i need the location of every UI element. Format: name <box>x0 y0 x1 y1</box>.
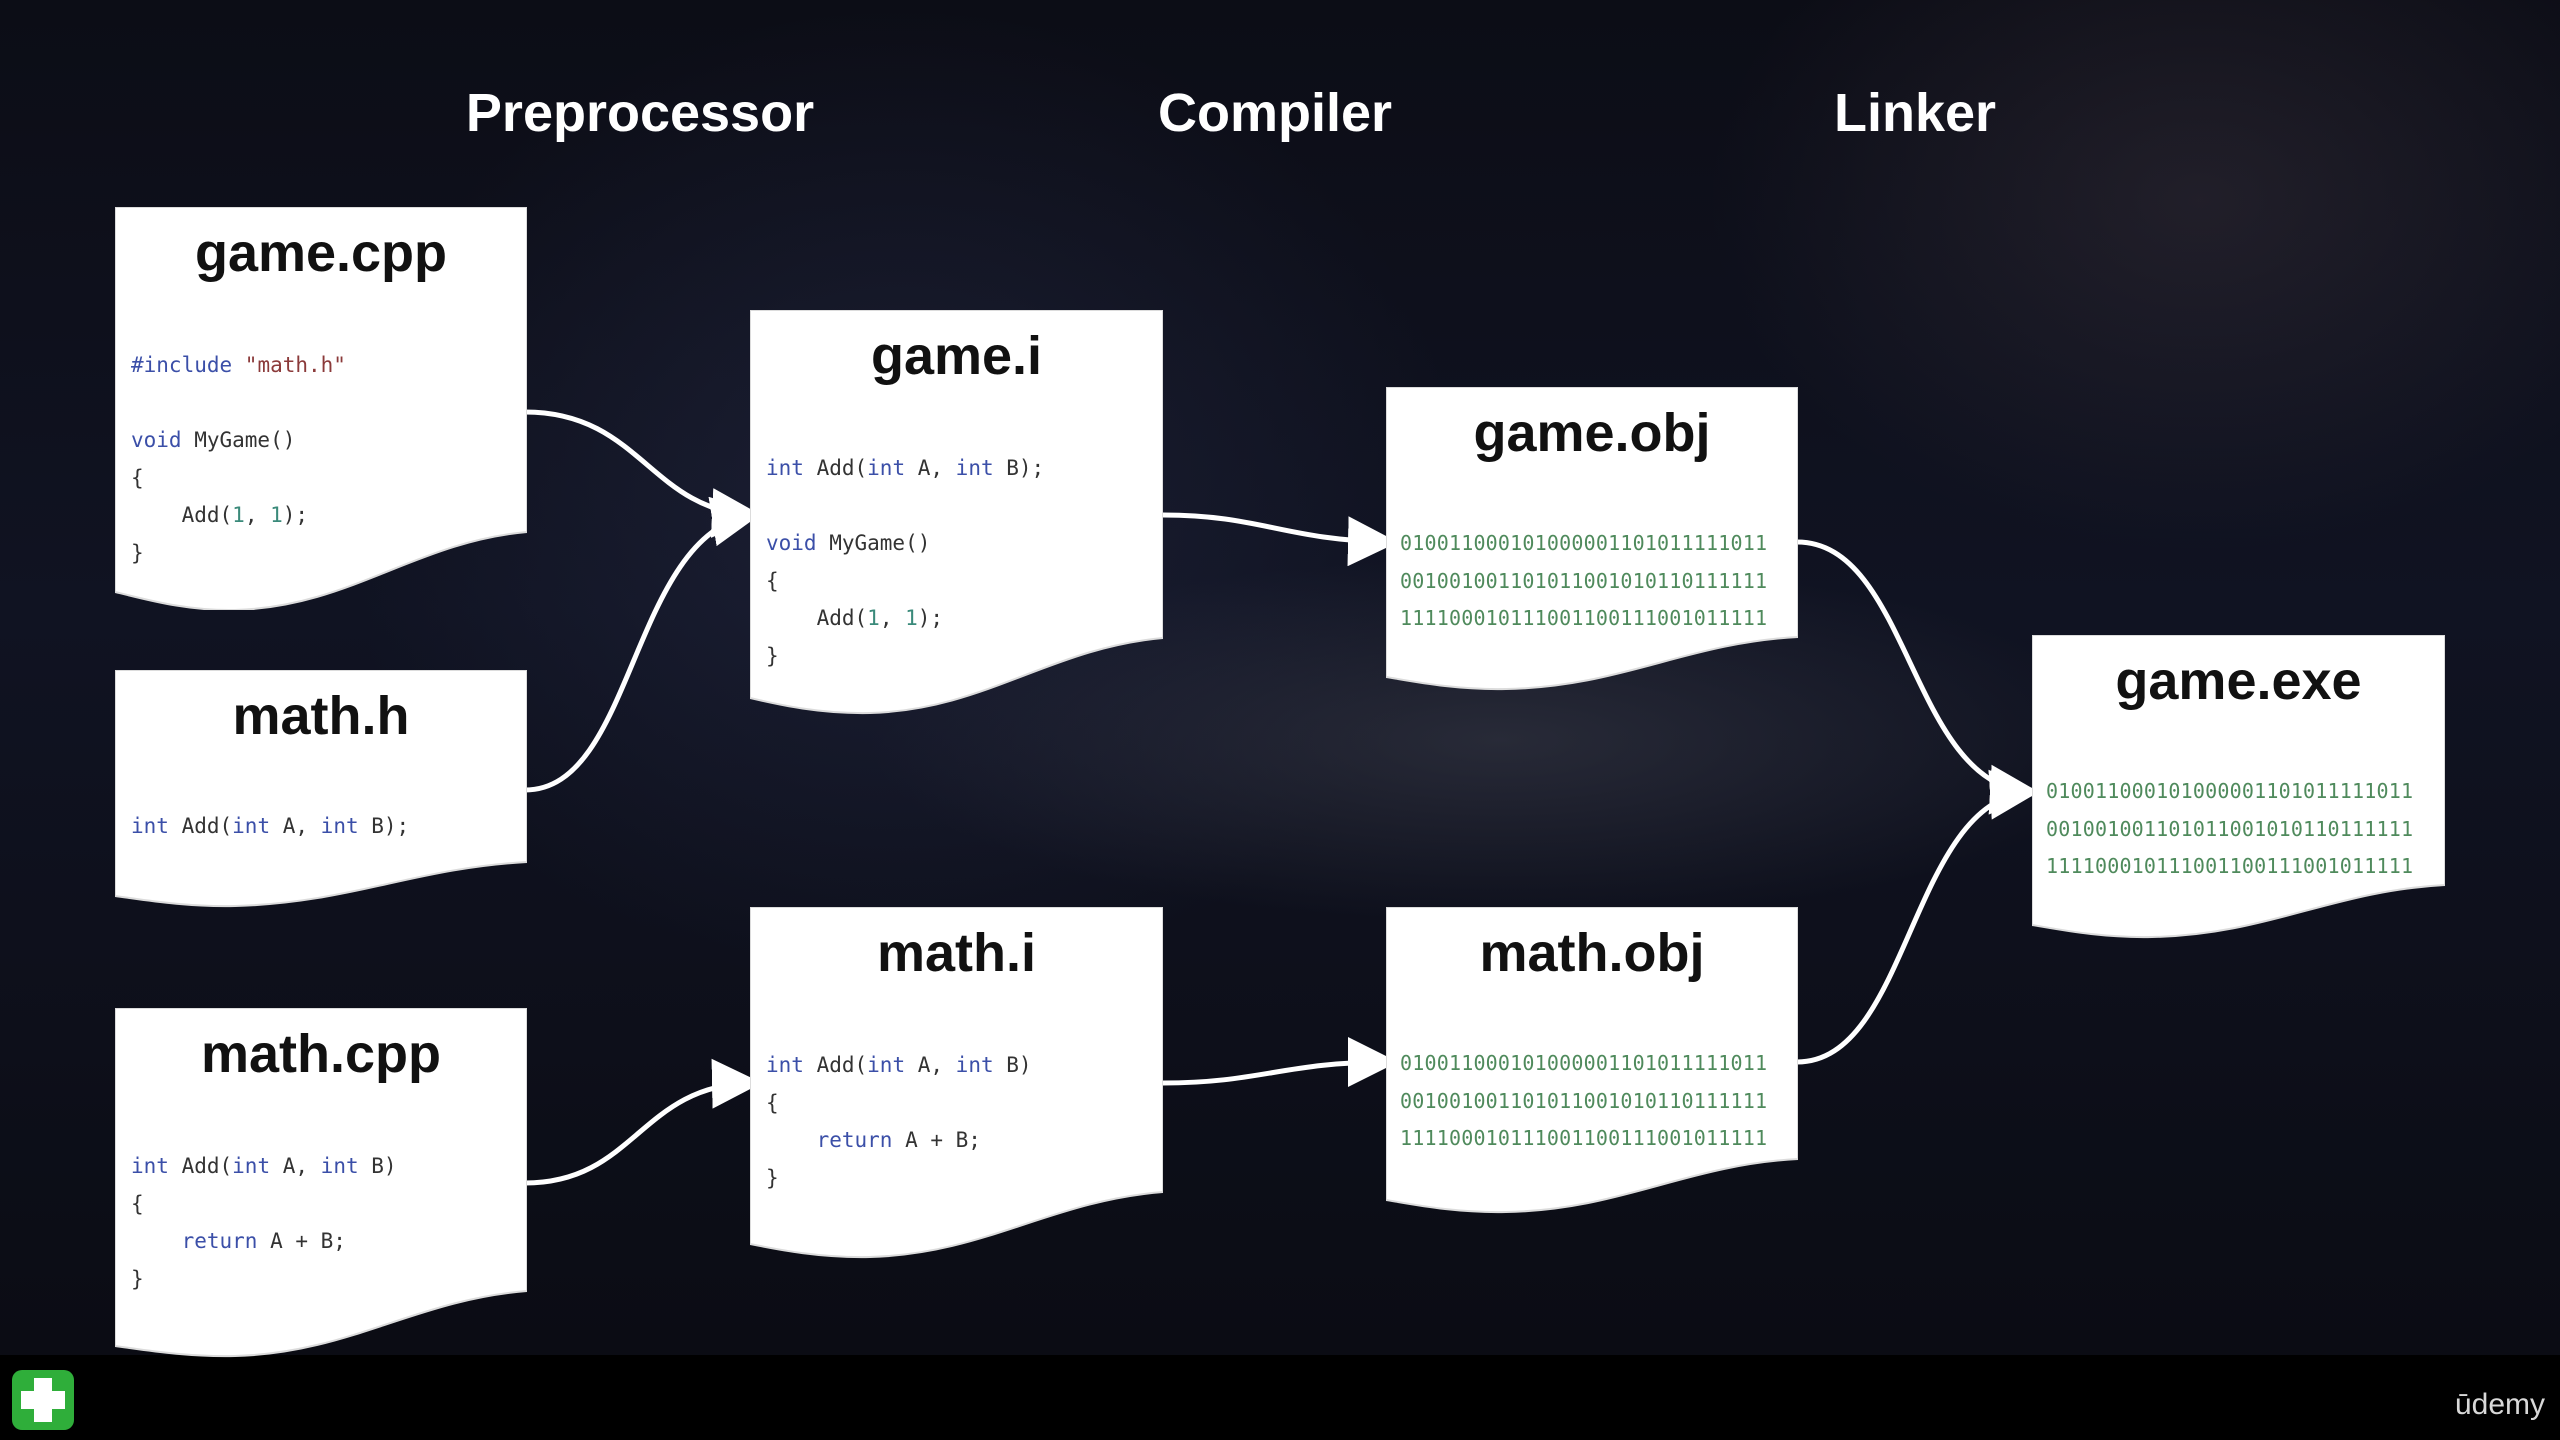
file-title: math.obj <box>1479 923 1705 983</box>
code-line: int Add(int A, int B) <box>131 1154 397 1178</box>
binary-line: 111100010111001100111001011111 <box>1400 606 1768 630</box>
code-line: return A + B; <box>816 1128 981 1152</box>
code-block: int Add(int A, int B); <box>131 808 409 846</box>
code-line: Add(1, 1); <box>131 503 309 527</box>
code-block: int Add(int A, int B); void MyGame() { Add… <box>766 450 1044 675</box>
code-line: int Add(int A, int B); <box>766 456 1045 480</box>
binary-line: 111100010111001100111001011111 <box>1400 1126 1768 1150</box>
file-math-i: math.i int Add(int A, int B) { return A +… <box>750 907 1163 1259</box>
stage-title-preprocessor: Preprocessor <box>465 83 815 143</box>
code-block: int Add(int A, int B) { return A + B;} <box>766 1047 1032 1197</box>
file-title: game.exe <box>2115 651 2362 711</box>
code-line: #include "math.h" <box>131 353 346 377</box>
green-plus-icon <box>12 1370 74 1430</box>
arrow-math-obj-to-game-exe <box>1796 769 2040 1065</box>
binary-block: 010011000101000001101011111011 0010010011… <box>2046 773 2413 886</box>
code-line: return A + B; <box>181 1229 346 1253</box>
binary-line: 010011000101000001101011111011 <box>2046 779 2414 803</box>
binary-line: 010011000101000001101011111011 <box>1400 1051 1768 1075</box>
stage-title-compiler: Compiler <box>1157 83 1393 143</box>
code-line: } <box>131 1266 144 1291</box>
code-block: #include "math.h" void MyGame() { Add(1, 1… <box>131 347 346 572</box>
arrow-game-i-to-game-obj <box>1162 512 1398 567</box>
file-game-i: game.i int Add(int A, int B); void MyGame… <box>750 310 1163 715</box>
code-line: { <box>131 465 144 490</box>
binary-line: 001001001101011001010110111111 <box>1400 1088 1768 1113</box>
arrow-math-i-to-math-obj <box>1162 1037 1398 1088</box>
code-line <box>131 385 346 423</box>
arrow-math-cpp-to-math-i <box>524 1058 762 1186</box>
code-line: int Add(int A, int B); <box>131 814 410 838</box>
code-line: int Add(int A, int B) <box>766 1053 1032 1077</box>
code-line: { <box>766 568 779 593</box>
binary-line: 001001001101011001010110111111 <box>1400 568 1768 593</box>
file-math-h: math.h int Add(int A, int B); <box>115 670 527 908</box>
file-title: game.obj <box>1473 403 1711 463</box>
arrow-game-cpp-to-game-i <box>524 409 762 538</box>
binary-line: 010011000101000001101011111011 <box>1400 531 1768 555</box>
code-line: } <box>766 1165 779 1190</box>
code-line <box>766 488 1044 526</box>
arrow-game-obj-to-game-exe <box>1796 539 2040 815</box>
bottom-bar <box>0 1355 2560 1440</box>
file-title: game.i <box>870 326 1043 386</box>
file-title: math.cpp <box>200 1024 442 1084</box>
file-title: math.h <box>232 686 410 746</box>
udemy-logo: ūdemy <box>2455 1388 2546 1421</box>
binary-block: 010011000101000001101011111011 0010010011… <box>1400 1045 1767 1158</box>
binary-block: 010011000101000001101011111011 0010010011… <box>1400 525 1767 638</box>
code-line: void MyGame() <box>131 428 296 452</box>
file-math-cpp: math.cpp int Add(int A, int B) { return A… <box>115 1008 527 1358</box>
code-line: } <box>766 643 779 668</box>
code-line: Add(1, 1); <box>766 606 944 630</box>
code-block: int Add(int A, int B) { return A + B;} <box>131 1148 397 1298</box>
binary-line: 001001001101011001010110111111 <box>2046 816 2414 841</box>
code-line: } <box>131 540 144 565</box>
code-line: { <box>766 1090 779 1115</box>
stage-title-linker: Linker <box>1833 83 1997 143</box>
code-line: void MyGame() <box>766 531 931 555</box>
binary-line: 111100010111001100111001011111 <box>2046 854 2414 878</box>
file-game-cpp: game.cpp #include "math.h" void MyGame() {… <box>115 207 527 610</box>
file-title: game.cpp <box>194 223 448 283</box>
file-title: math.i <box>876 923 1037 983</box>
code-line: { <box>131 1191 144 1216</box>
arrow-math-h-to-game-i <box>524 496 762 793</box>
